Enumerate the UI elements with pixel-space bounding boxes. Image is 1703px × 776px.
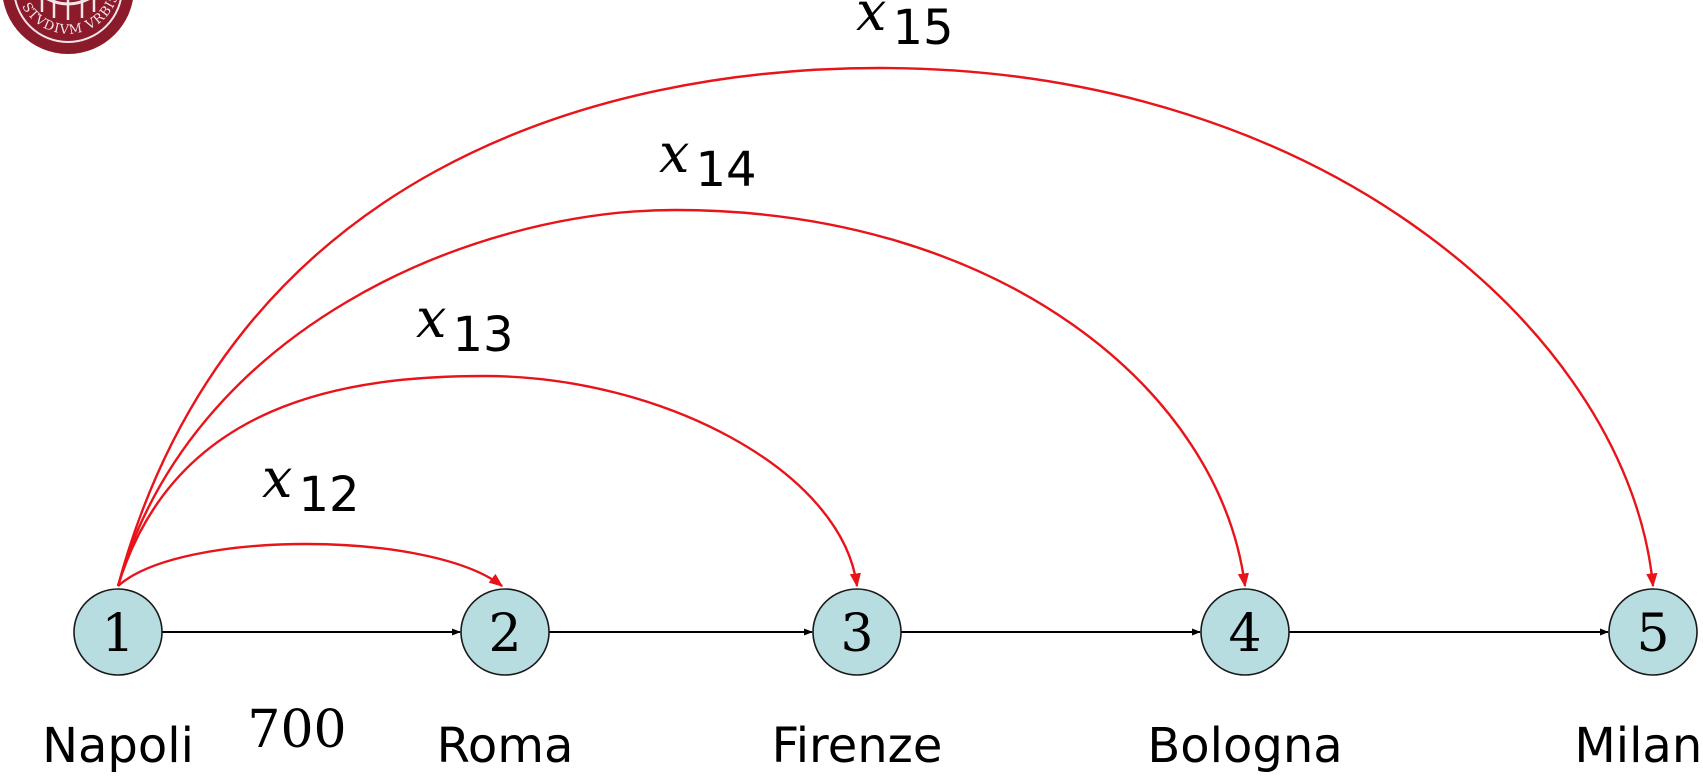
arc-1-4 bbox=[116, 208, 1249, 588]
city-labels: Napoli Roma Firenze Bologna Milano bbox=[42, 718, 1703, 774]
node-circle bbox=[1200, 588, 1290, 676]
arc-1-3 bbox=[116, 374, 861, 588]
red-arcs bbox=[116, 66, 1658, 588]
node-circle bbox=[460, 588, 550, 676]
node-circle bbox=[73, 588, 163, 676]
nodes: 1 2 3 4 5 bbox=[73, 588, 1698, 676]
city-label-bologna: Bologna bbox=[1147, 718, 1342, 774]
edge-weights: 700 bbox=[247, 700, 346, 760]
node-1: 1 bbox=[73, 588, 163, 676]
edge-weight-1-2: 700 bbox=[247, 700, 346, 760]
node-5: 5 bbox=[1608, 588, 1698, 676]
node-label: 2 bbox=[488, 604, 521, 664]
city-label-milano: Milano bbox=[1574, 718, 1703, 774]
node-label: 3 bbox=[840, 604, 873, 664]
node-2: 2 bbox=[460, 588, 550, 676]
city-label-napoli: Napoli bbox=[42, 718, 194, 774]
node-label: 5 bbox=[1636, 604, 1669, 664]
node-label: 4 bbox=[1228, 604, 1261, 664]
university-seal-icon: STVDIVM VRBIS bbox=[3, 0, 133, 54]
arc-1-5 bbox=[116, 66, 1658, 588]
arc-1-2 bbox=[117, 542, 504, 587]
city-label-roma: Roma bbox=[437, 718, 574, 774]
node-4: 4 bbox=[1200, 588, 1290, 676]
node-circle bbox=[1608, 588, 1698, 676]
city-label-firenze: Firenze bbox=[772, 718, 943, 774]
node-circle bbox=[812, 588, 902, 676]
node-3: 3 bbox=[812, 588, 902, 676]
node-label: 1 bbox=[101, 604, 134, 664]
